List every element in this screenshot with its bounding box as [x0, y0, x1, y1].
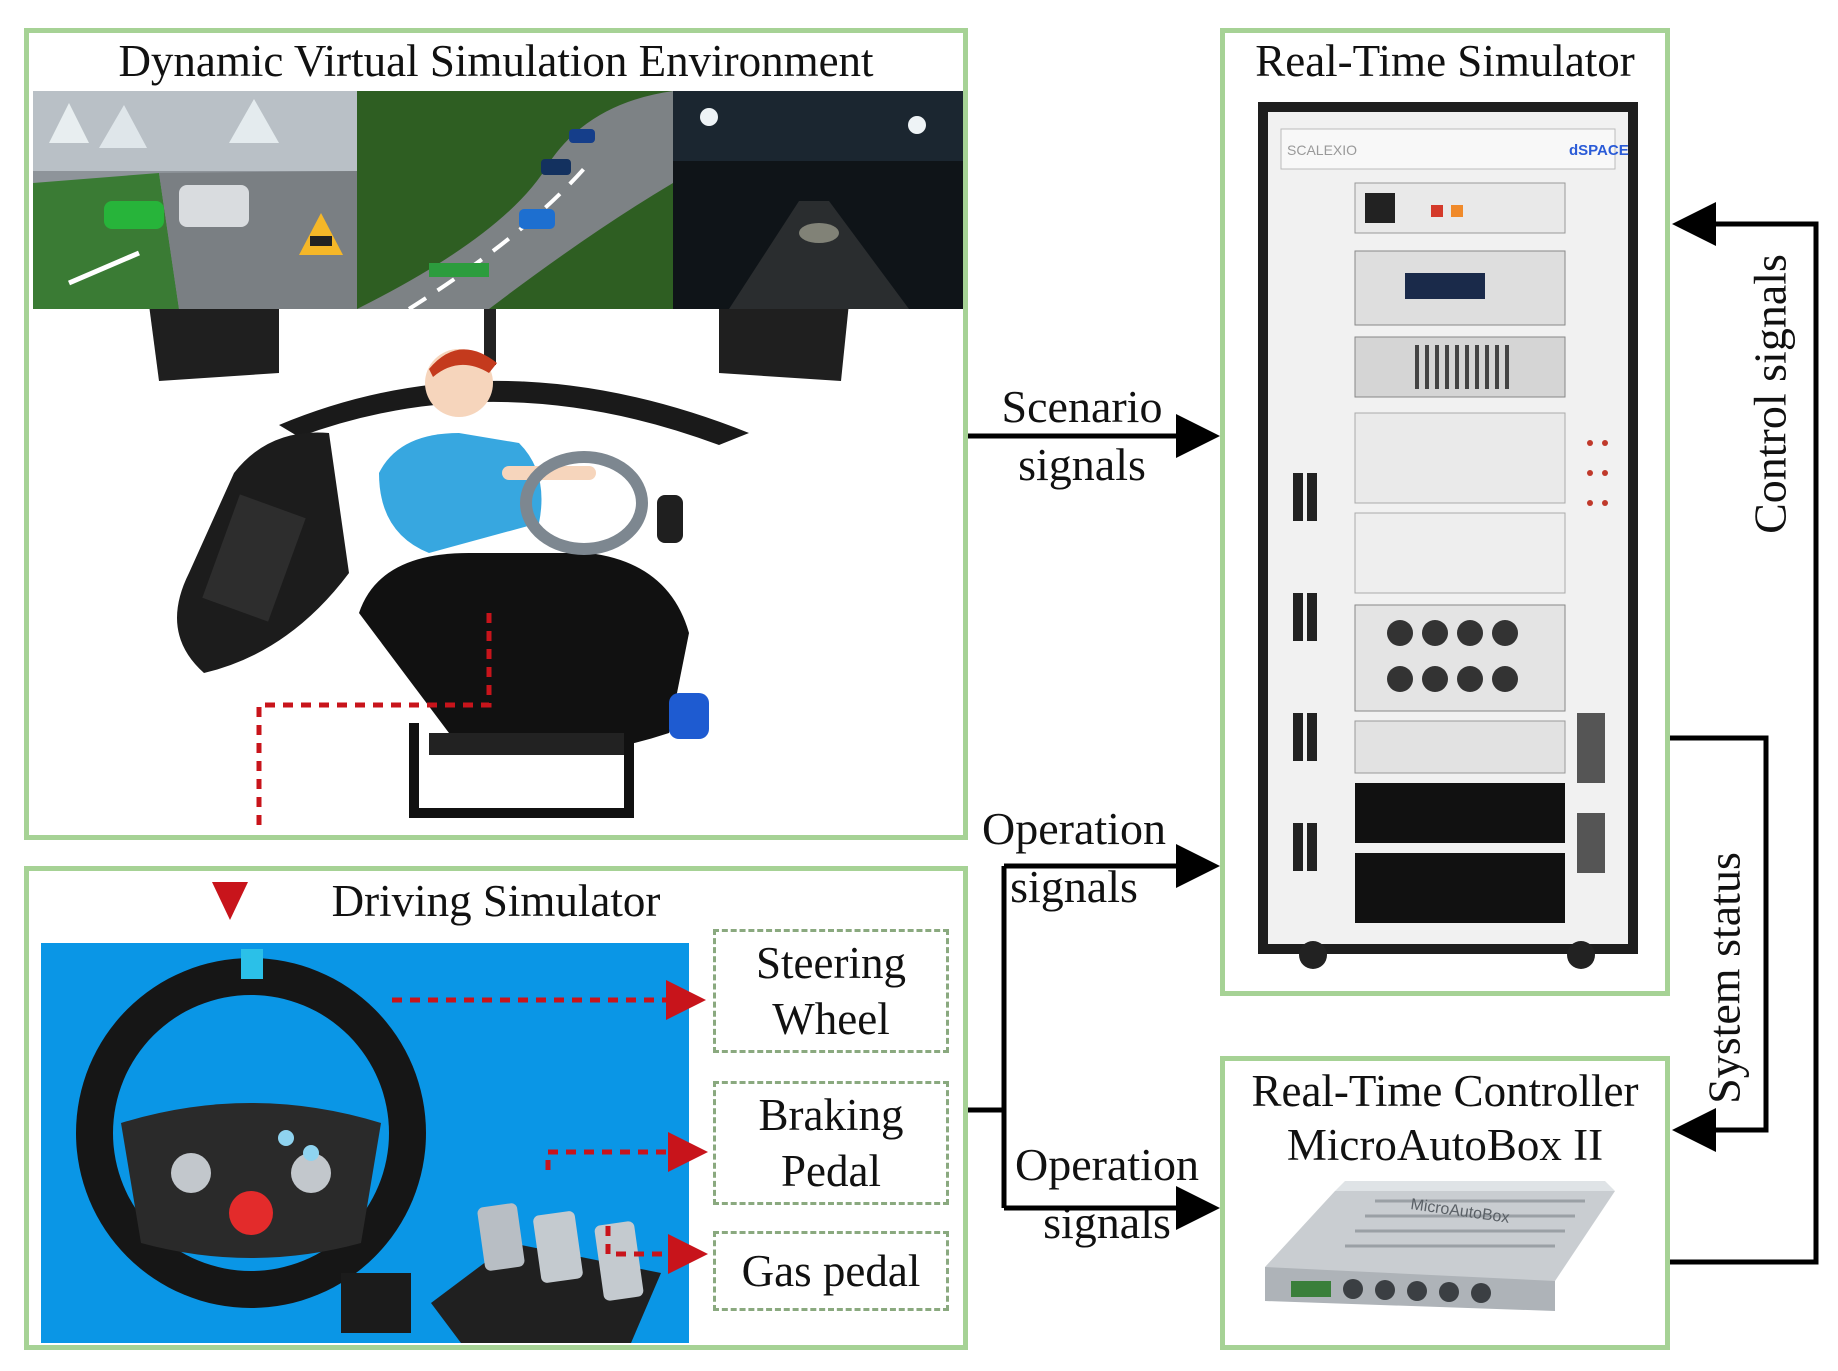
rack-model-text: SCALEXIO: [1287, 142, 1357, 158]
scenario-signals-label: Scenario signals: [982, 378, 1182, 493]
gas-label: Gas pedal: [741, 1245, 921, 1296]
simulation-scene: [33, 91, 963, 833]
system-status-label: System status: [1698, 852, 1750, 1104]
real-time-simulator-title: Real-Time Simulator: [1255, 36, 1635, 86]
scenario-label-2: signals: [1018, 438, 1146, 490]
screen-night-road: [673, 91, 963, 309]
rack-brand-text: dSPACE: [1569, 142, 1629, 159]
operation-upper-label-1: Operation: [982, 803, 1166, 854]
driver-shirt: [379, 433, 542, 553]
left-side-monitor: [149, 295, 279, 381]
operation-lower-label-1: Operation: [1015, 1139, 1199, 1190]
steering-label-2: Wheel: [772, 994, 890, 1044]
braking-pedal-box: Braking Pedal: [713, 1081, 949, 1205]
system-status-arrowhead: [1672, 1108, 1716, 1152]
cockpit-dotted-line: [256, 613, 492, 833]
control-signals-label: Control signals: [1744, 254, 1796, 534]
control-signals-arrowhead: [1672, 202, 1716, 246]
brake-pedal: [533, 1211, 583, 1283]
rotary-dial: [229, 1191, 273, 1235]
braking-label-1: Braking: [758, 1089, 904, 1140]
dynamic-environment-panel: Dynamic Virtual Simulation Environment: [24, 28, 968, 840]
real-time-simulator-panel: Real-Time Simulator SCALEXIO dSPACE: [1220, 28, 1670, 996]
gas-pedal-box: Gas pedal: [713, 1231, 949, 1311]
cup-holder: [669, 693, 709, 739]
operation-signals-upper-label: Operation signals: [974, 800, 1174, 915]
joystick: [657, 495, 683, 543]
steering-wheel-box: Steering Wheel: [713, 929, 949, 1053]
dynamic-environment-title: Dynamic Virtual Simulation Environment: [118, 36, 874, 86]
driving-simulator-panel: Driving Simulator Steering Wheel Braking: [24, 866, 968, 1350]
operation-signals-lower-label: Operation signals: [1002, 1136, 1212, 1251]
real-time-controller-panel: Real-Time Controller MicroAutoBox II Mic…: [1220, 1056, 1670, 1350]
rack-cabinet: SCALEXIO dSPACE: [1258, 102, 1638, 969]
cockpit-steering-wheel: [520, 451, 648, 555]
scenario-arrowhead: [1176, 414, 1220, 458]
wheel-center-marker: [241, 949, 263, 979]
screen-curved-road: [357, 91, 673, 311]
steering-label-1: Steering: [756, 937, 906, 988]
screen-snowy-road: [33, 91, 357, 309]
real-time-controller-title-2: MicroAutoBox II: [1286, 1120, 1604, 1170]
driver-cap: [429, 349, 497, 377]
monitor-stand: [484, 305, 496, 365]
operation-upper-arrowhead: [1176, 844, 1220, 888]
keyboard: [202, 494, 306, 622]
wheel-hub: [121, 1103, 381, 1258]
operation-upper-label-2: signals: [1010, 860, 1138, 912]
real-time-controller-title-1: Real-Time Controller: [1251, 1066, 1639, 1116]
scenario-label-1: Scenario: [1001, 381, 1163, 432]
seat: [359, 553, 689, 753]
braking-label-2: Pedal: [781, 1146, 881, 1196]
right-side-monitor: [719, 295, 849, 381]
wheel-pedal-photo: [41, 943, 689, 1343]
cockpit-arc: [279, 380, 749, 445]
clutch-pedal: [477, 1203, 525, 1271]
driving-simulator-title: Driving Simulator: [331, 876, 661, 926]
microautobox-device: MicroAutoBox: [1265, 1181, 1615, 1311]
operation-lower-label-2: signals: [1043, 1196, 1171, 1248]
